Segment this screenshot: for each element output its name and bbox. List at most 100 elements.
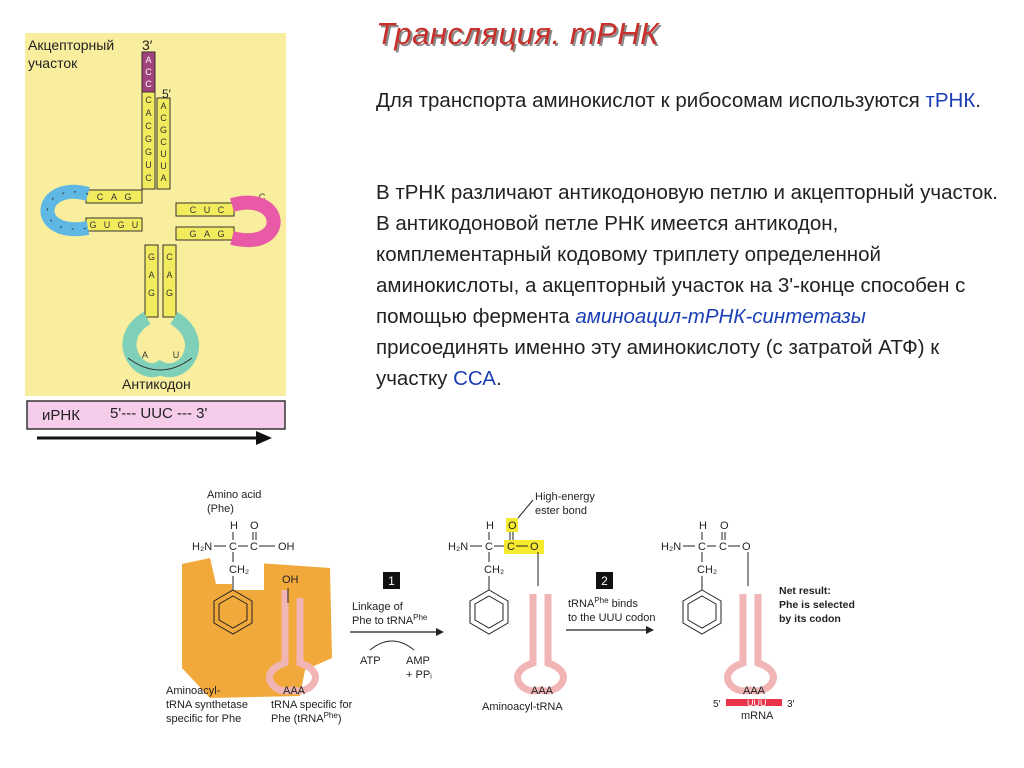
paragraph-structure-end: .	[496, 367, 502, 390]
amp-label: AMP	[406, 655, 430, 667]
phe3-h: H	[699, 520, 707, 532]
nucleotide-ac-loop-3: U	[173, 350, 180, 360]
nucleotide-stem-r-6: A	[160, 173, 166, 183]
nucleotide-stem-l-5: U	[145, 160, 152, 170]
cca-highlight: ССА	[453, 367, 496, 390]
nucleotide-d-bot-0: G	[89, 220, 96, 230]
phe1-ch2: CH₂	[229, 564, 249, 576]
amino-acid-label: Amino acid	[207, 489, 261, 501]
phe1-h: H	[230, 520, 238, 532]
phe2-o: O	[508, 520, 517, 532]
phe2-c-carboxyl: C	[507, 541, 515, 553]
nucleotide-stem-r-0: A	[160, 101, 166, 111]
nucleotide-stem-l-1: A	[145, 108, 151, 118]
trna-cloverleaf-diagram: Акцепторный 3′ участок 5′ ACC CACGGUCACG…	[0, 0, 300, 460]
trna-highlight: тРНК	[925, 89, 975, 112]
nucleotide-stem-r-4: U	[160, 149, 167, 159]
phe2-c-alpha: C	[485, 541, 493, 553]
svg-text:tRNAPhe binds: tRNAPhe binds	[568, 596, 638, 610]
nucleotide-stem-l-2: C	[145, 121, 152, 131]
mrna-label: иРНК	[42, 407, 80, 424]
nucleotide-ac-loop-2: A	[142, 350, 148, 360]
trna-3	[728, 594, 774, 691]
nucleotide-t-bot-1: A	[204, 229, 210, 239]
paragraph-transport: Для транспорта аминокислот к рибосомам и…	[339, 85, 999, 116]
enzyme-label-3: specific for Phe	[166, 713, 241, 725]
nucleotide-ac-stem-1: A	[148, 270, 154, 280]
phe1-o: O	[250, 520, 259, 532]
step1-sup: Phe	[413, 613, 428, 622]
mrna-five-prime: 5′	[713, 699, 721, 710]
mrna-label-fig: mRNA	[741, 710, 774, 722]
step1-number: 1	[388, 574, 395, 588]
trna-2	[518, 594, 564, 691]
nucleotide-ac-stem-5: G	[166, 288, 173, 298]
svg-text:Phe to tRNAPhe: Phe to tRNAPhe	[352, 613, 428, 627]
nucleotide-stem-l-3: G	[145, 134, 152, 144]
nucleotide-acc-2: C	[145, 79, 152, 89]
trna2-anticodon: AAA	[531, 685, 554, 697]
paragraph-structure: В тРНК различают антикодоновую петлю и а…	[339, 177, 999, 394]
nucleotide-d-bot-3: U	[132, 220, 139, 230]
phe3-h2n: H₂N	[661, 541, 681, 553]
phe3-c-carboxyl: C	[719, 541, 727, 553]
trna-specific-close: )	[338, 713, 342, 725]
nucleotide-d-top-0: C	[97, 192, 104, 202]
nucleotide-t-top-1: U	[204, 205, 211, 215]
trna-oh-label: OH	[282, 574, 299, 586]
atp-label: ATP	[360, 655, 381, 667]
slide-title: Трансляция. тРНК	[376, 16, 659, 52]
nucleotide-d-top-1: A	[111, 192, 117, 202]
trna-specific-sup: Phe	[324, 711, 339, 720]
nucleotide-t-top-2: C	[218, 205, 225, 215]
nucleotide-stem-r-1: C	[160, 113, 167, 123]
step2-label-1b: binds	[609, 598, 639, 610]
nucleotide-ac-stem-2: G	[148, 288, 155, 298]
nucleotide-stem-r-2: G	[160, 125, 167, 135]
net-result-3: by its codon	[779, 613, 841, 625]
net-result-1: Net result:	[779, 585, 831, 597]
amino-acid-name: (Phe)	[207, 503, 234, 515]
atp-amp-arc	[370, 641, 414, 650]
three-prime-label: 3′	[142, 37, 153, 53]
nucleotide-stem-r-3: C	[160, 137, 167, 147]
phe2-o-ester: O	[530, 541, 539, 553]
step1-label-2: Phe to tRNA	[352, 615, 414, 627]
trna-specific-label-1: tRNA specific for	[271, 699, 353, 711]
trna1-anticodon: AAA	[283, 685, 306, 697]
acceptor-label-2: участок	[28, 55, 78, 71]
mrna-three-prime: 3′	[787, 699, 795, 710]
nucleotide-ac-stem-3: C	[166, 252, 173, 262]
step2-label-1: tRNA	[568, 598, 595, 610]
svg-text:Phe (tRNAPhe): Phe (tRNAPhe)	[271, 711, 341, 725]
nucleotide-d-bot-1: U	[104, 220, 111, 230]
nucleotide-d-bot-2: G	[117, 220, 124, 230]
enzyme-label-2: tRNA synthetase	[166, 699, 248, 711]
nucleotide-acc-1: C	[145, 67, 152, 77]
nucleotide-stem-l-6: C	[145, 173, 152, 183]
nucleotide-ac-stem-4: A	[166, 270, 172, 280]
phe2-benzene-ring	[470, 590, 508, 634]
phe1-oh: OH	[278, 541, 295, 553]
phe3-benzene-ring	[683, 590, 721, 634]
nucleotide-stem-r-5: U	[160, 161, 167, 171]
nucleotide-acc-0: A	[145, 55, 151, 65]
phe2-h: H	[486, 520, 494, 532]
t-loop	[232, 203, 274, 240]
net-result-2: Phe is selected	[779, 599, 855, 611]
d-loop	[47, 192, 88, 229]
phe1-c-alpha: C	[229, 541, 237, 553]
phe2-ch2: CH₂	[484, 564, 504, 576]
aminoacyl-trna-label: Aminoacyl-tRNA	[482, 701, 563, 713]
ppi-label: + PPᵢ	[406, 669, 432, 681]
trna3-anticodon: AAA	[743, 685, 766, 697]
phe3-o: O	[720, 520, 729, 532]
phe1-c-carboxyl: C	[250, 541, 258, 553]
paragraph-transport-end: .	[975, 89, 981, 112]
step2-number: 2	[601, 574, 608, 588]
mrna-sequence: 5'--- UUC --- 3'	[110, 405, 208, 422]
phe3-ch2: CH₂	[697, 564, 717, 576]
acceptor-label-1: Акцепторный	[28, 37, 114, 53]
phe3-o-ester: O	[742, 541, 751, 553]
mrna-arrowhead	[256, 431, 272, 445]
